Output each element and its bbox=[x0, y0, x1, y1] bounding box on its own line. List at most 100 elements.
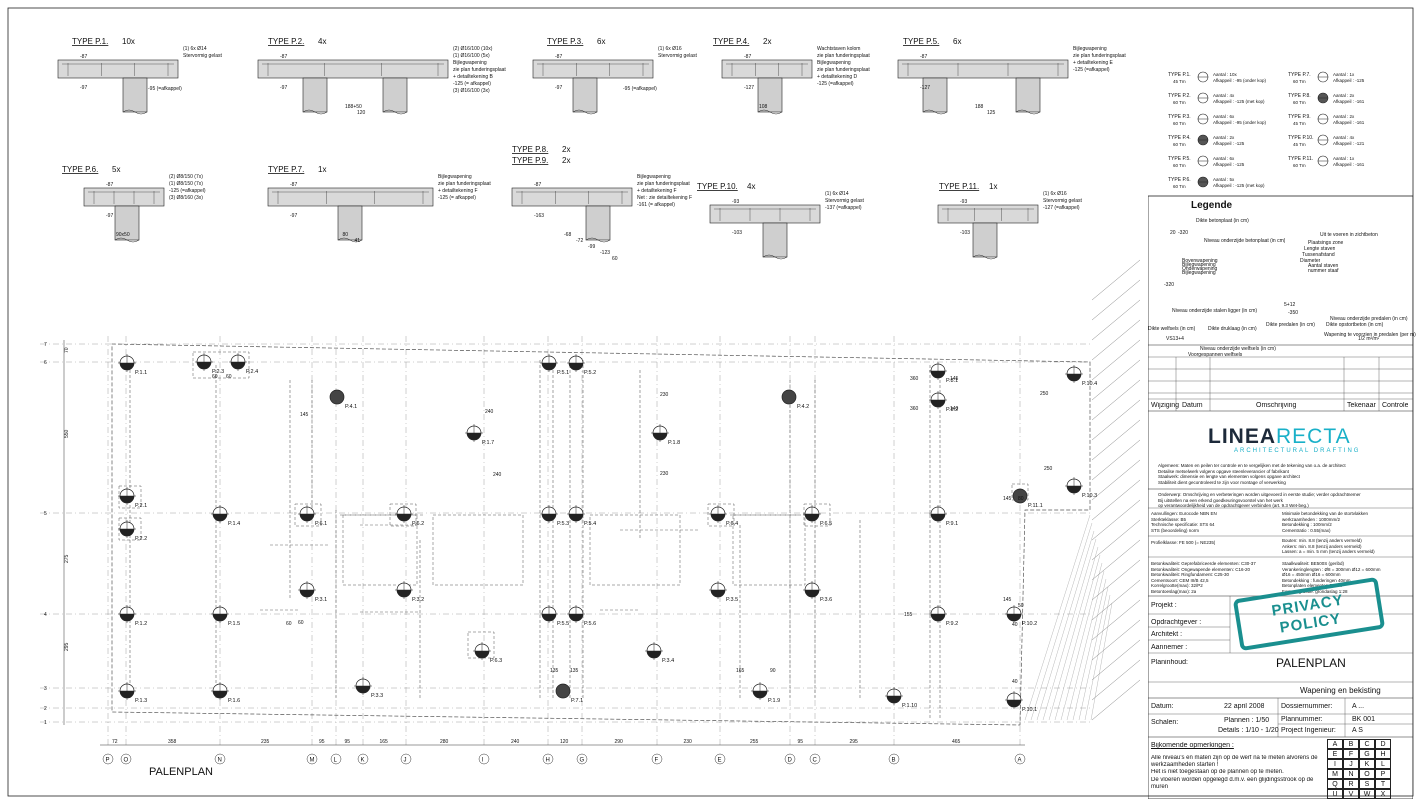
note-steel: Verankeringlengten : Ø8 = 300mm Ø12 = 60… bbox=[1282, 566, 1381, 572]
dim-bottom: 95 bbox=[319, 739, 325, 745]
detail-note: zie plan funderingsplaat bbox=[1073, 53, 1126, 59]
detail-dim: 80 bbox=[343, 232, 349, 238]
detail-dim: -68 bbox=[564, 232, 571, 238]
rev-omschrijving: Omschrijving bbox=[1256, 402, 1297, 409]
revision-letter: L bbox=[1375, 759, 1391, 769]
dim-inner: 240 bbox=[485, 409, 494, 415]
hatch-line bbox=[1091, 419, 1141, 461]
revision-letter: E bbox=[1327, 749, 1343, 759]
note-bolts: Ankers: min. 8.8 (tenzij anders vermeld) bbox=[1282, 543, 1362, 549]
legend-item: Bovenwapening bbox=[1182, 258, 1218, 264]
hatch-line bbox=[1091, 639, 1141, 681]
dim-inner: 240 bbox=[493, 472, 502, 478]
pile-label: P.10.3 bbox=[1082, 493, 1097, 499]
detail-level-bottom: -97 bbox=[280, 85, 287, 91]
detail-pile-break bbox=[572, 109, 598, 115]
note-steel: Staalkwaliteit: BE500S (geribd) bbox=[1282, 561, 1345, 566]
summary-type-dia: 60 Tm bbox=[1293, 100, 1306, 105]
dim-inner: 145 bbox=[950, 376, 959, 382]
grid-axis-number: 7 bbox=[44, 342, 47, 348]
hatch-line-lower bbox=[1060, 562, 1103, 721]
detail-note: Stervormig gelast bbox=[183, 53, 223, 59]
grid-axis-bubble bbox=[809, 753, 821, 765]
hatch-line-lower bbox=[1054, 554, 1101, 721]
grid-axis-bubble bbox=[120, 753, 132, 765]
detail-count: 6x bbox=[597, 37, 605, 46]
detail-level-bottom: -97 bbox=[80, 85, 87, 91]
pile-P-5-5: P.5.5 bbox=[540, 605, 569, 627]
detail-pile bbox=[337, 205, 363, 241]
label-opdrachtgever: Opdrachtgever : bbox=[1151, 619, 1202, 626]
pile-label: P.10.1 bbox=[1022, 707, 1037, 713]
legend-item: Niveau onderzijde predalen (in cm) bbox=[1330, 316, 1408, 322]
legend-item: Niveau onderzijde betonplaat (in cm) bbox=[1204, 238, 1286, 244]
pile-label: P.3.3 bbox=[371, 693, 383, 699]
grid-axis-number: 1 bbox=[44, 720, 47, 726]
pile-type-details: TYPE P.1.10x-87-97-95 (=afkappel)(1) 6x … bbox=[57, 37, 1365, 262]
summary-afkappeil: Afkappeil : -95 (onder kop) bbox=[1213, 120, 1267, 125]
detail-count: 1x bbox=[989, 182, 997, 191]
label-ingenieur: Project Ingenieur: bbox=[1281, 727, 1336, 734]
dim-bottom: 255 bbox=[750, 739, 759, 745]
hatch-line bbox=[1091, 439, 1141, 481]
summary-type-dia: 60 Tm bbox=[1173, 100, 1186, 105]
foundation-pad bbox=[707, 503, 735, 527]
detail-note: Bijlegwapening bbox=[817, 60, 851, 66]
hatch-line bbox=[1091, 659, 1141, 701]
pile-P-1-9: P.1.9 bbox=[751, 682, 780, 704]
detail-note: -161 (= afkappel) bbox=[637, 202, 675, 208]
detail-slab bbox=[267, 187, 434, 207]
grid-axis-label: N bbox=[218, 758, 222, 764]
dim-bottom: 95 bbox=[345, 739, 351, 745]
dim-inner: 60 bbox=[286, 621, 292, 627]
dim-inner: 230 bbox=[660, 392, 669, 398]
pile-P-3-6: P.3.6 bbox=[803, 581, 832, 603]
dim-inner: 230 bbox=[660, 471, 669, 477]
detail-title: TYPE P.3. bbox=[547, 37, 583, 46]
detail-count: 4x bbox=[318, 37, 326, 46]
detail-level-top: -87 bbox=[920, 54, 927, 60]
pile-label: P.3.2 bbox=[412, 597, 424, 603]
detail-pile bbox=[1015, 77, 1041, 113]
detail-title: TYPE P.2. bbox=[268, 37, 304, 46]
detail-note: Stervormig gelast bbox=[1043, 198, 1083, 204]
plan-title-label: PALENPLAN bbox=[149, 766, 213, 778]
dim-inner: 80 bbox=[1018, 496, 1024, 502]
detail-pile bbox=[572, 77, 598, 113]
pile-P-3-4: P.3.4 bbox=[645, 642, 674, 664]
revision-letter: R bbox=[1343, 779, 1359, 789]
dim-left: 295 bbox=[64, 642, 70, 651]
detail-dim: -99 bbox=[588, 244, 595, 250]
grid-axis-label: A bbox=[1018, 758, 1022, 764]
pile-label: P.8.1 bbox=[946, 378, 958, 384]
revision-letter: K bbox=[1359, 759, 1375, 769]
dim-bottom: 295 bbox=[850, 739, 859, 745]
detail-level-bottom: -97 bbox=[290, 213, 297, 219]
note-steel: Ø16 = 450mm Ø16 = 600mm bbox=[1282, 572, 1341, 577]
company-logo-subtitle: ARCHITECTURAL DRAFTING bbox=[1234, 448, 1361, 454]
revision-letter: P bbox=[1375, 769, 1391, 779]
detail-note: (1) 6x Ø14 bbox=[825, 191, 849, 197]
grid-axis-label: E bbox=[718, 758, 722, 764]
grid-axis-label: G bbox=[580, 758, 585, 764]
summary-type-name: TYPE P.6. bbox=[1168, 177, 1191, 183]
hatch-line bbox=[1091, 599, 1141, 641]
detail-note: -127 (=afkappel) bbox=[1043, 205, 1080, 211]
dim-bottom: 120 bbox=[560, 739, 569, 745]
summary-afkappeil: Afkappeil : -125 bbox=[1213, 162, 1245, 167]
note-general: Stabiliteit dient gecontroleerd te zijn … bbox=[1158, 479, 1286, 485]
pile-label: P.9.2 bbox=[946, 621, 958, 627]
hatched-zone bbox=[1024, 259, 1141, 721]
pile-label: P.6.4 bbox=[726, 521, 738, 527]
label-projekt: Projekt : bbox=[1151, 602, 1177, 609]
pile-label: P.5.2 bbox=[584, 370, 596, 376]
pile-P-6-4: P.6.4 bbox=[709, 505, 738, 527]
pile-label: P.5.3 bbox=[557, 521, 569, 527]
revision-letter: T bbox=[1375, 779, 1391, 789]
pile-P-4-1: P.4.1 bbox=[329, 389, 357, 410]
summary-aantal: Aantal : 10x bbox=[1213, 72, 1238, 77]
detail-pile bbox=[762, 222, 788, 258]
detail-slab bbox=[83, 187, 165, 207]
detail-dim: 188+50 bbox=[345, 104, 362, 110]
